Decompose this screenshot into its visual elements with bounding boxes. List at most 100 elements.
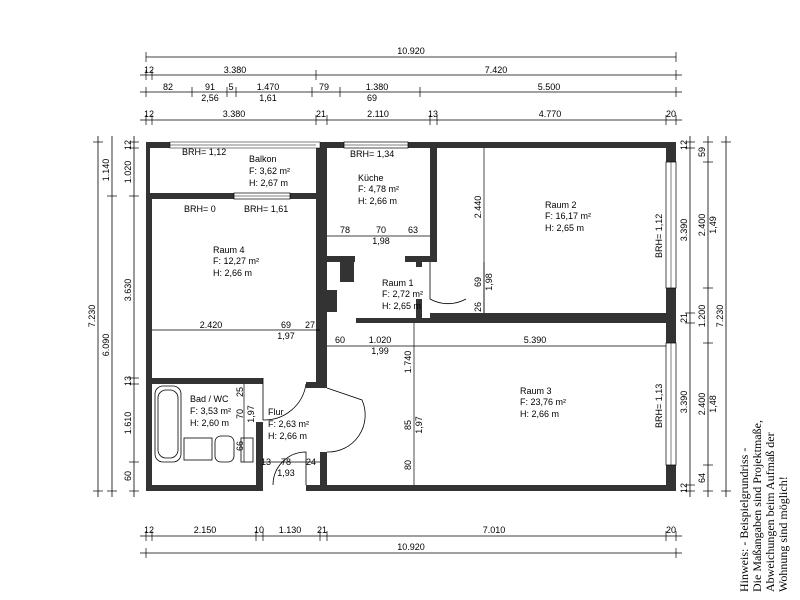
door-swings xyxy=(262,262,467,486)
dim-right-outer: 7.230 xyxy=(715,305,725,328)
openings xyxy=(256,256,422,491)
dim-right-inner-5: 1.200 xyxy=(697,305,707,328)
dim-bad-v-3: 66 xyxy=(235,441,245,451)
dim-top-row4-5: 4.770 xyxy=(539,109,562,119)
room-kueche-name: Küche xyxy=(358,173,384,183)
dim-right-inner-0: 12 xyxy=(679,140,689,150)
dim-right-inner-8: 64 xyxy=(697,473,707,483)
dim-r4-2: 27 xyxy=(305,320,315,330)
right-dimension-chains: 12 3.390 21 3.390 12 59 2.400 1,49 1.200… xyxy=(679,136,731,497)
dim-top-total: 10.920 xyxy=(397,46,425,56)
dim-top-row3-3: 1.470 xyxy=(257,82,280,92)
inner-dimension-labels: 78 70 63 1,98 2.440 2.420 69 27 1,97 60 … xyxy=(200,196,547,478)
dim-kitchen-2: 63 xyxy=(408,225,418,235)
dim-top-row4-2: 21 xyxy=(316,109,326,119)
dim-r3-v-3: 80 xyxy=(403,460,413,470)
dim-kitchen-v: 2.440 xyxy=(473,196,483,219)
dim-top-row3-0: 82 xyxy=(163,82,173,92)
room-raum4-area: F: 12,27 m² xyxy=(213,256,259,266)
inner-dimension-lines xyxy=(152,148,666,485)
room-raum2-height: H: 2,65 m xyxy=(545,223,584,233)
room-bad-name: Bad / WC xyxy=(190,394,229,404)
bathroom-fixtures xyxy=(154,385,254,463)
dim-right-inner-3: 1,49 xyxy=(708,216,718,234)
note-line-0: Hinweis: - Beispielgrundriss - xyxy=(737,448,751,592)
dim-top-row4-4: 13 xyxy=(428,109,438,119)
dim-left-inner-1: 1.020 xyxy=(123,161,133,184)
room-raum3-brh: BRH= 1,13 xyxy=(654,384,664,428)
top-dimension-chains: 10.920 12 3.380 7.420 82 91 5 1.470 79 1… xyxy=(140,46,682,125)
room-raum1-height: H: 2,65 m xyxy=(382,301,421,311)
dim-left-top: 1.140 xyxy=(101,159,111,182)
dim-right-inner-1: 59 xyxy=(697,147,707,157)
note-line-1: Die Maßangaben sind Projektmaße, xyxy=(750,420,764,592)
note-line-2: Abweichungen beim Aufmaß der xyxy=(763,432,777,592)
dim-r1-v-2: 26 xyxy=(473,302,483,312)
disclaimer-note: Hinweis: - Beispielgrundriss - Die Maßan… xyxy=(737,420,790,592)
room-raum2-area: F: 16,17 m² xyxy=(545,211,591,221)
room-raum2-brh: BRH= 1,12 xyxy=(654,214,664,258)
room-raum4: Raum 4 F: 12,27 m² H: 2,66 m BRH= 0 BRH=… xyxy=(184,204,288,278)
dim-r3-v-0: 1.740 xyxy=(403,351,413,374)
dim-right-mid-1: 3.390 xyxy=(679,391,689,414)
dim-right-mid-0: 3.390 xyxy=(679,219,689,242)
dim-top-row3-sub-0: 2,56 xyxy=(201,93,219,103)
room-raum4-height: H: 2,66 m xyxy=(213,268,252,278)
room-raum1: Raum 1 F: 2,72 m² H: 2,65 m xyxy=(382,278,423,311)
room-bad-area: F: 3,53 m² xyxy=(190,406,231,416)
dim-left-inner-5: 60 xyxy=(123,471,133,481)
note-line-3: Wohnung sind möglich! xyxy=(776,476,790,592)
room-raum2-name: Raum 2 xyxy=(545,200,577,210)
room-flur: Flur F: 2,63 m² H: 2,66 m xyxy=(268,407,309,441)
room-raum4-brh-right: BRH= 1,61 xyxy=(244,204,288,214)
room-kueche-brh: BRH= 1,34 xyxy=(350,149,394,159)
dim-r3-3: 5.390 xyxy=(524,335,547,345)
room-flur-area: F: 2,63 m² xyxy=(268,419,309,429)
dim-top-row3-sub-1: 1,61 xyxy=(259,93,277,103)
left-dimension-chains: 7.230 6.090 1.140 12 1.020 3.630 13 1.61… xyxy=(87,136,139,497)
dim-kitchen-1: 70 xyxy=(376,225,386,235)
bottom-dimension-chains: 12 2.150 10 1.130 21 7.010 20 10.920 xyxy=(140,525,682,558)
dim-right-inner-6: 2.400 xyxy=(697,393,707,416)
dim-kitchen-0: 78 xyxy=(340,225,350,235)
dim-left-inner-4: 1.610 xyxy=(123,412,133,435)
dim-top-row4-0: 12 xyxy=(144,109,154,119)
dim-left-outer: 7.230 xyxy=(87,305,97,328)
dim-top-row3-2: 5 xyxy=(228,82,233,92)
dim-top-row2-2: 7.420 xyxy=(485,65,508,75)
dim-r4-0: 2.420 xyxy=(200,320,223,330)
dim-flur-2: 1,93 xyxy=(277,468,295,478)
dim-left-inner-2: 3.630 xyxy=(123,279,133,302)
dim-bottom-row1-3: 1.130 xyxy=(279,525,302,535)
room-flur-height: H: 2,66 m xyxy=(268,431,307,441)
dim-right-inner-7: 1,48 xyxy=(708,395,718,413)
room-raum1-area: F: 2,72 m² xyxy=(382,289,423,299)
dim-bottom-row1-5: 7.010 xyxy=(483,525,506,535)
dim-r3-1: 1.020 xyxy=(369,335,392,345)
room-bad-height: H: 2,60 m xyxy=(190,418,229,428)
dim-bottom-row1-4: 21 xyxy=(317,525,327,535)
windows xyxy=(169,141,677,466)
room-raum1-name: Raum 1 xyxy=(382,278,414,288)
dim-bottom-row1-2: 10 xyxy=(254,525,264,535)
dim-r3-v-1: 85 xyxy=(403,420,413,430)
dim-r3-v-2: 1,97 xyxy=(414,416,424,434)
dim-top-row4-6: 20 xyxy=(666,109,676,119)
room-raum3-area: F: 23,76 m² xyxy=(520,397,566,407)
room-raum4-brh-left: BRH= 0 xyxy=(184,204,216,214)
room-balkon-brh: BRH= 1,12 xyxy=(182,147,226,157)
dim-flur-1: 24 xyxy=(306,457,316,467)
dim-bottom-row1-1: 2.150 xyxy=(194,525,217,535)
room-bad: Bad / WC F: 3,53 m² H: 2,60 m xyxy=(190,394,231,428)
room-flur-name: Flur xyxy=(268,407,284,417)
room-balkon-area: F: 3,62 m² xyxy=(249,166,290,176)
dim-r3-2: 1,99 xyxy=(371,346,389,356)
dim-bad-v-0: 25 xyxy=(235,387,245,397)
dim-r1-v-0: 69 xyxy=(473,277,483,287)
dim-r3-0: 60 xyxy=(335,335,345,345)
dim-top-row3-5: 1.380 xyxy=(366,82,389,92)
dim-bad-v-2: 1,97 xyxy=(246,405,256,423)
dim-top-row4-3: 2.110 xyxy=(367,109,389,119)
